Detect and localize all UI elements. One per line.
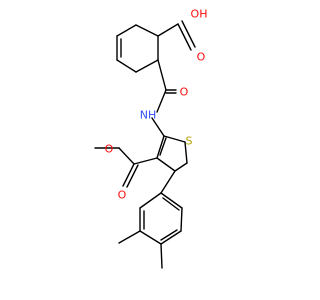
bond-lines: [94, 20, 196, 269]
amide-o-label: O: [180, 86, 189, 99]
ester-o-single-label: O: [105, 143, 114, 156]
ester-o-double-label: O: [118, 189, 127, 202]
molecule-structure: OH O O NH S O O: [94, 8, 208, 269]
molecule-canvas: OH O O NH S O O: [94, 7, 208, 269]
amide-nh-label: NH: [140, 109, 157, 122]
thiophene-s-label: S: [186, 135, 193, 148]
carboxylic-oh-label: OH: [191, 8, 208, 21]
carboxylic-o-label: O: [197, 51, 206, 64]
